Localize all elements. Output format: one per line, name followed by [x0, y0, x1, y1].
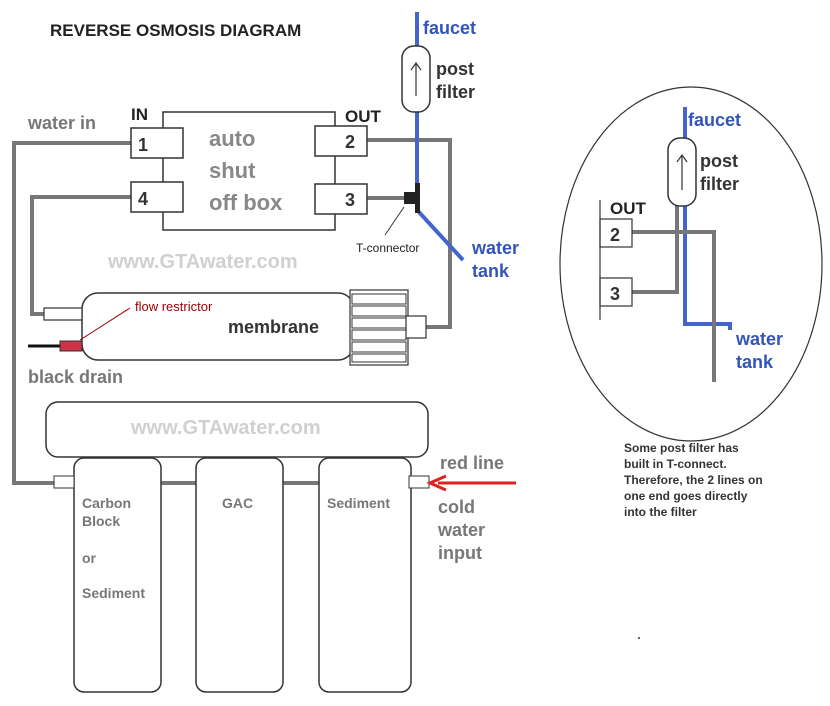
inset-faucet-label: faucet	[688, 110, 741, 130]
port-1-label: 1	[138, 135, 148, 155]
post-filter-label-1: post	[436, 59, 474, 79]
flow-arrow-icon	[410, 61, 422, 71]
note-line-4: one end goes directly	[624, 489, 748, 503]
port-1	[130, 127, 184, 159]
red-line-label: red line	[440, 453, 504, 473]
box-label-3: off box	[209, 190, 283, 215]
inset-post-filter-label-1: post	[700, 151, 738, 171]
inset-port-2-label: 2	[610, 225, 620, 245]
note: Some post filter has built in T-connect.…	[624, 441, 763, 519]
inset-port-3-label: 3	[610, 284, 620, 304]
black-drain-label: black drain	[28, 367, 123, 387]
filter-canister-1	[73, 457, 162, 693]
filter-canister-3	[318, 457, 412, 693]
port-3	[314, 183, 368, 215]
inset-tube-port-3	[632, 204, 679, 294]
port-4-label: 4	[138, 189, 148, 209]
filter-3-label: Sediment	[327, 495, 390, 511]
cold-label-3: input	[438, 543, 482, 563]
water-tank-label-1: water	[471, 238, 519, 258]
filter-1-label-c: or	[82, 550, 97, 566]
auto-shut-off-box	[162, 111, 336, 231]
inset-water-tank-label-2: tank	[736, 352, 774, 372]
membrane-outlet	[405, 315, 427, 339]
port-2-label: 2	[345, 132, 355, 152]
flow-restrictor-label: flow restrictor	[135, 299, 213, 314]
dot	[638, 637, 640, 639]
flow-restrictor	[59, 340, 83, 352]
inset-gray-tubing	[632, 204, 716, 382]
t-connector-label: T-connector	[356, 241, 419, 255]
inset-water-tank-label-1: water	[735, 329, 783, 349]
box-label-2: shut	[209, 158, 256, 183]
port-4	[130, 181, 184, 213]
inset-tube-to-tank	[683, 204, 732, 330]
tube-port-4	[30, 195, 131, 316]
diagram-title: REVERSE OSMOSIS DIAGRAM	[50, 21, 301, 40]
filter-1-label-b: Block	[82, 513, 120, 529]
filter-2-label: GAC	[222, 495, 253, 511]
inset-post-filter	[667, 137, 697, 207]
water-tank-label-2: tank	[472, 261, 510, 281]
faucet-label: faucet	[423, 18, 476, 38]
filter-housing-top	[45, 401, 429, 458]
t-connector-bar	[415, 183, 420, 213]
inset-ellipse	[559, 86, 823, 442]
inset-post-filter-label-2: filter	[700, 174, 739, 194]
cold-label-2: water	[437, 520, 485, 540]
port-2	[314, 125, 368, 157]
filter-1-fitting	[53, 475, 75, 489]
filter-canister-2	[195, 457, 284, 693]
cold-label-1: cold	[438, 497, 475, 517]
tube-to-tank	[415, 187, 465, 262]
inset-tube-port-2	[632, 230, 716, 382]
watermark-1: www.GTAwater.com	[107, 251, 298, 273]
in-label: IN	[131, 105, 148, 124]
note-line-5: into the filter	[624, 505, 697, 519]
out-label: OUT	[345, 107, 382, 126]
note-line-1: Some post filter has	[624, 441, 739, 455]
inset-flow-arrow-icon	[676, 153, 688, 163]
water-in-label: water in	[27, 113, 96, 133]
t-connector	[404, 192, 416, 204]
note-line-3: Therefore, the 2 lines on	[624, 473, 763, 487]
filter-1-label-a: Carbon	[82, 495, 131, 511]
box-label-1: auto	[209, 126, 255, 151]
tube-water-in	[12, 141, 131, 485]
post-filter	[401, 45, 431, 113]
red-input-arrow-icon	[426, 474, 447, 492]
membrane-inlet	[43, 307, 83, 321]
t-connector-pointer	[384, 206, 405, 236]
port-3-label: 3	[345, 190, 355, 210]
membrane-label: membrane	[228, 317, 319, 337]
note-line-2: built in T-connect.	[624, 457, 727, 471]
post-filter-label-2: filter	[436, 82, 475, 102]
tube-port-2	[366, 138, 452, 329]
inset-out-label: OUT	[610, 199, 647, 218]
inset-blue-tubing	[683, 107, 732, 330]
filter-3-fitting	[408, 475, 430, 489]
filter-1-label-d: Sediment	[82, 585, 145, 601]
watermark-2: www.GTAwater.com	[130, 417, 321, 439]
flow-restrictor-pointer	[79, 307, 131, 341]
membrane	[28, 289, 427, 366]
gray-tubing	[12, 138, 452, 485]
